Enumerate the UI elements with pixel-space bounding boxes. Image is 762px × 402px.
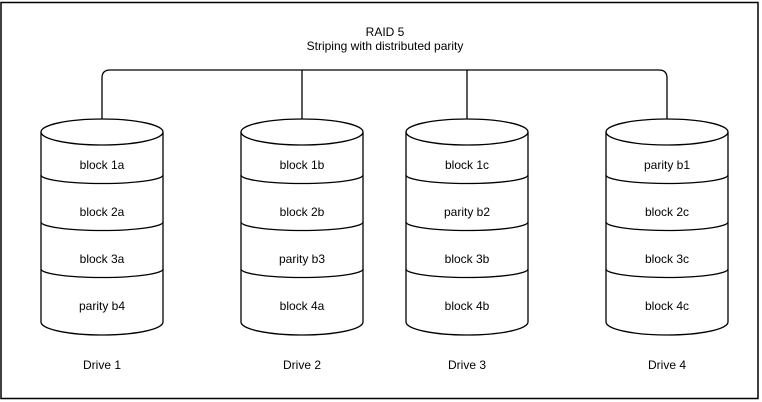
block-label: parity b4 <box>79 299 125 313</box>
block-label: block 3c <box>645 252 689 266</box>
block-divider <box>605 268 729 279</box>
drive-2: block 1b block 2b parity b3 block 4a Dri… <box>240 118 364 372</box>
block-divider <box>405 268 529 279</box>
drive-label: Drive 1 <box>83 358 121 372</box>
block-label: block 2c <box>645 205 689 219</box>
block-divider <box>405 221 529 232</box>
block-divider <box>40 174 164 185</box>
block-divider <box>240 221 364 232</box>
cylinder-top <box>240 118 364 146</box>
block-label: block 1b <box>280 158 325 172</box>
cylinder-body <box>240 132 364 336</box>
block-divider <box>40 221 164 232</box>
cylinder-top <box>405 118 529 146</box>
block-divider <box>605 174 729 185</box>
cylinder-body <box>405 132 529 336</box>
block-divider <box>405 174 529 185</box>
block-divider <box>240 268 364 279</box>
cylinder-body <box>605 132 729 336</box>
block-label: block 3a <box>80 252 125 266</box>
drive-1: block 1a block 2a block 3a parity b4 Dri… <box>40 118 164 372</box>
diagram-subtitle: Striping with distributed parity <box>307 39 464 53</box>
block-label: block 4b <box>445 299 490 313</box>
block-label: block 4a <box>280 299 325 313</box>
block-label: block 4c <box>645 299 689 313</box>
drive-3: block 1c parity b2 block 3b block 4b Dri… <box>405 118 529 372</box>
cylinder-body <box>40 132 164 336</box>
bus-connector-line <box>101 69 668 119</box>
drive-4: parity b1 block 2c block 3c block 4c Dri… <box>605 118 729 372</box>
block-label: block 1a <box>80 158 125 172</box>
block-label: block 2a <box>80 205 125 219</box>
block-divider <box>240 174 364 185</box>
block-divider <box>605 221 729 232</box>
diagram-title: RAID 5 <box>366 25 405 39</box>
block-divider <box>40 268 164 279</box>
drive-label: Drive 3 <box>448 358 486 372</box>
cylinder-top <box>40 118 164 146</box>
block-label: block 1c <box>445 158 489 172</box>
block-label: block 2b <box>280 205 325 219</box>
drive-label: Drive 2 <box>283 358 321 372</box>
block-label: block 3b <box>445 252 490 266</box>
block-label: parity b1 <box>644 158 690 172</box>
drive-label: Drive 4 <box>648 358 686 372</box>
block-label: parity b3 <box>279 252 325 266</box>
block-label: parity b2 <box>444 205 490 219</box>
cylinder-top <box>605 118 729 146</box>
